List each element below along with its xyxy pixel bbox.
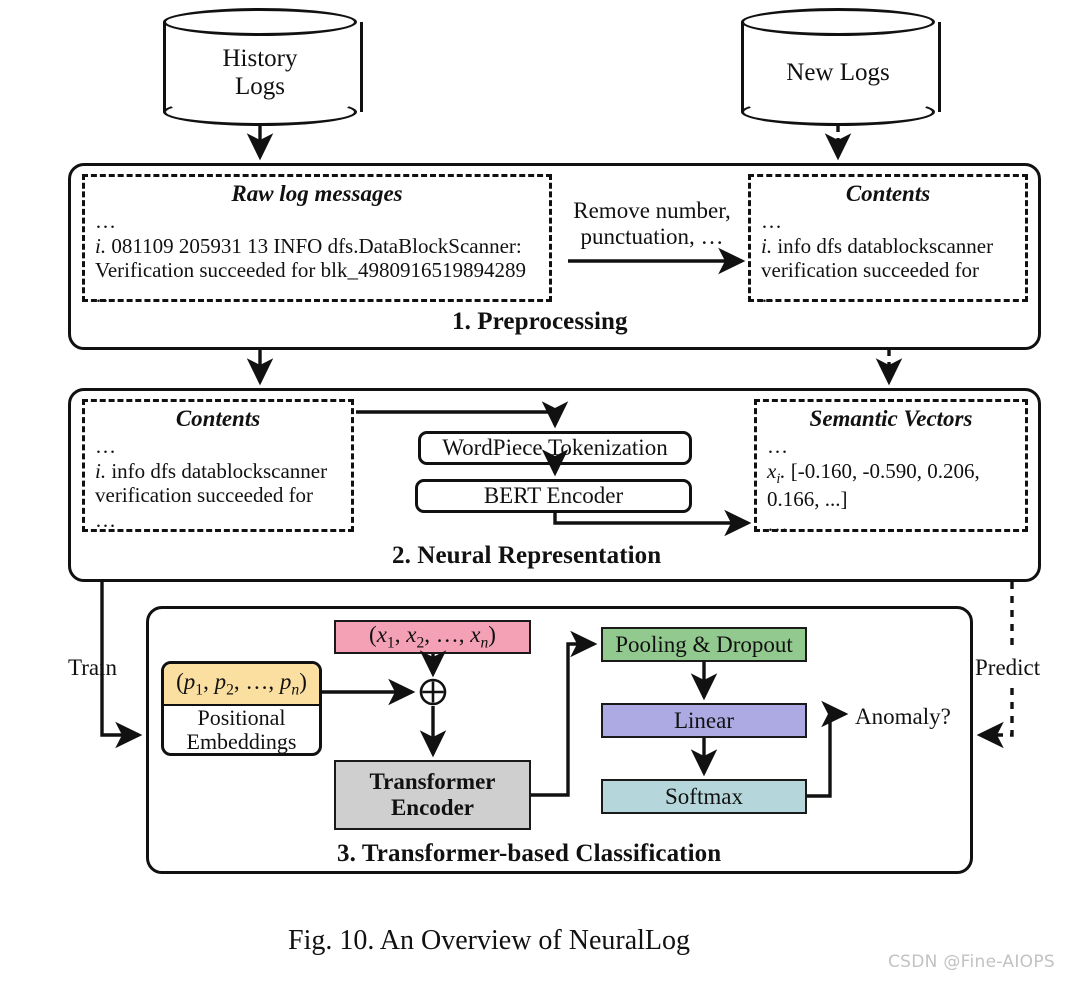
raw-log-line1: 081109 205931 13 INFO dfs.DataBlockScann… [106, 233, 522, 258]
contents-dots-top: … [761, 209, 784, 233]
wordpiece-tokenization-label: WordPiece Tokenization [442, 435, 668, 460]
contents-index: i. [761, 233, 773, 258]
transform-label-line1: Remove number, [573, 198, 731, 223]
raw-log-index: i. [95, 233, 107, 258]
semantic-vectors-index: xi. [767, 458, 786, 487]
cylinder-bottom [741, 98, 935, 126]
semantic-vectors-line2: 0.166, ...] [767, 487, 848, 512]
new-logs-line1: New Logs [786, 59, 890, 86]
linear-box[interactable]: Linear [601, 703, 807, 738]
positional-embeddings-vector: (p1, p2, …, pn) [164, 664, 319, 706]
anomaly-output-label: Anomaly? [855, 704, 951, 729]
input-vector-label: (x1, x2, …, xn) [369, 621, 496, 652]
transformer-encoder-line1: Transformer [369, 769, 496, 795]
semantic-vectors-body: … xi. [-0.160, -0.590, 0.206, 0.166, ...… [757, 434, 1025, 537]
new-logs-label: New Logs [741, 8, 935, 126]
positional-embeddings-caption: Positional Embeddings [164, 704, 319, 754]
contents-index: i. [95, 458, 107, 483]
stage-3-title: 3. Transformer-based Classification [337, 840, 722, 867]
raw-log-panel-title: Raw log messages [231, 181, 403, 206]
positional-embeddings-box[interactable]: (p1, p2, …, pn) Positional Embeddings [161, 661, 322, 756]
new-logs-cylinder: New Logs [741, 8, 941, 126]
stage-1-title: 1. Preprocessing [452, 308, 628, 335]
raw-log-entry: i. 081109 205931 13 INFO dfs.DataBlockSc… [95, 234, 539, 259]
positional-caption-line2: Embeddings [186, 728, 297, 754]
bert-encoder-label: BERT Encoder [483, 483, 624, 508]
history-logs-line2: Logs [235, 73, 285, 100]
history-logs-line1: History [222, 45, 298, 72]
semantic-vectors-title: Semantic Vectors [809, 406, 973, 431]
pooling-dropout-box[interactable]: Pooling & Dropout [601, 627, 807, 662]
transform-label-line2: punctuation, … [580, 224, 724, 250]
contents-entry: i. info dfs datablockscanner [761, 234, 1015, 259]
softmax-label: Softmax [665, 783, 743, 809]
contents-dots-top: … [95, 434, 118, 458]
history-logs-cylinder: History Logs [163, 8, 363, 126]
cylinder-body [163, 22, 363, 112]
semantic-vectors-panel: Semantic Vectors … xi. [-0.160, -0.590, … [754, 399, 1028, 536]
softmax-box[interactable]: Softmax [601, 779, 807, 814]
semantic-vectors-dots-top: … [767, 434, 790, 458]
input-vector-box[interactable]: (x1, x2, …, xn) [334, 620, 531, 654]
raw-log-messages-panel: Raw log messages … i. 081109 205931 13 I… [82, 174, 552, 307]
contents-line1: info dfs datablockscanner [772, 233, 994, 258]
watermark-label: CSDN @Fine-AIOPS [888, 952, 1055, 972]
transform-label-preprocessing: Remove number, punctuation, … [566, 198, 738, 251]
contents-entry: i. info dfs datablockscanner [95, 459, 341, 484]
positional-caption-line1: Positional [197, 704, 286, 730]
contents-dots-bottom: … [761, 282, 784, 307]
semantic-vectors-dots-bottom: … [767, 512, 790, 537]
predict-flow-path-lower [976, 688, 1014, 749]
positional-vector-label: (p1, p2, …, pn) [176, 668, 307, 699]
contents-dots-bottom: … [95, 507, 118, 532]
stage-2-title: 2. Neural Representation [392, 542, 662, 569]
contents-line1: info dfs datablockscanner [106, 458, 328, 483]
contents-panel-body: … i. info dfs datablockscanner verificat… [85, 434, 351, 532]
contents-line2: verification succeeded for [761, 258, 980, 283]
contents-panel-stage1: Contents … i. info dfs datablockscanner … [748, 174, 1028, 307]
elementwise-add-icon [419, 678, 447, 706]
pooling-dropout-label: Pooling & Dropout [615, 631, 793, 657]
raw-log-panel-body: … i. 081109 205931 13 INFO dfs.DataBlock… [85, 209, 549, 307]
cylinder-bottom [163, 98, 357, 126]
transformer-encoder-box[interactable]: Transformer Encoder [334, 760, 531, 830]
train-label: Train [68, 655, 117, 680]
transformer-encoder-line2: Encoder [390, 795, 475, 820]
wordpiece-tokenization-box[interactable]: WordPiece Tokenization [418, 431, 692, 465]
contents-panel-body: … i. info dfs datablockscanner verificat… [751, 209, 1025, 307]
raw-log-line2: Verification succeeded for blk_498091651… [95, 258, 526, 283]
contents-panel-title: Contents [845, 181, 931, 206]
contents-line2: verification succeeded for [95, 483, 314, 508]
history-logs-label: History Logs [163, 8, 357, 126]
figure-caption: Fig. 10. An Overview of NeuralLog [288, 925, 691, 956]
bert-encoder-box[interactable]: BERT Encoder [415, 479, 692, 513]
semantic-vectors-entry: xi. [-0.160, -0.590, 0.206, [767, 459, 1015, 488]
linear-label: Linear [673, 707, 734, 733]
predict-label: Predict [975, 655, 1041, 680]
semantic-vectors-line1: [-0.160, -0.590, 0.206, [785, 458, 980, 483]
cylinder-top [163, 8, 357, 36]
raw-log-dots-top: … [95, 209, 118, 233]
raw-log-dots-bottom: … [95, 282, 118, 307]
cylinder-body [741, 22, 941, 112]
contents-panel-stage2: Contents … i. info dfs datablockscanner … [82, 399, 354, 532]
cylinder-top [741, 8, 935, 36]
contents-panel-title: Contents [175, 406, 261, 431]
